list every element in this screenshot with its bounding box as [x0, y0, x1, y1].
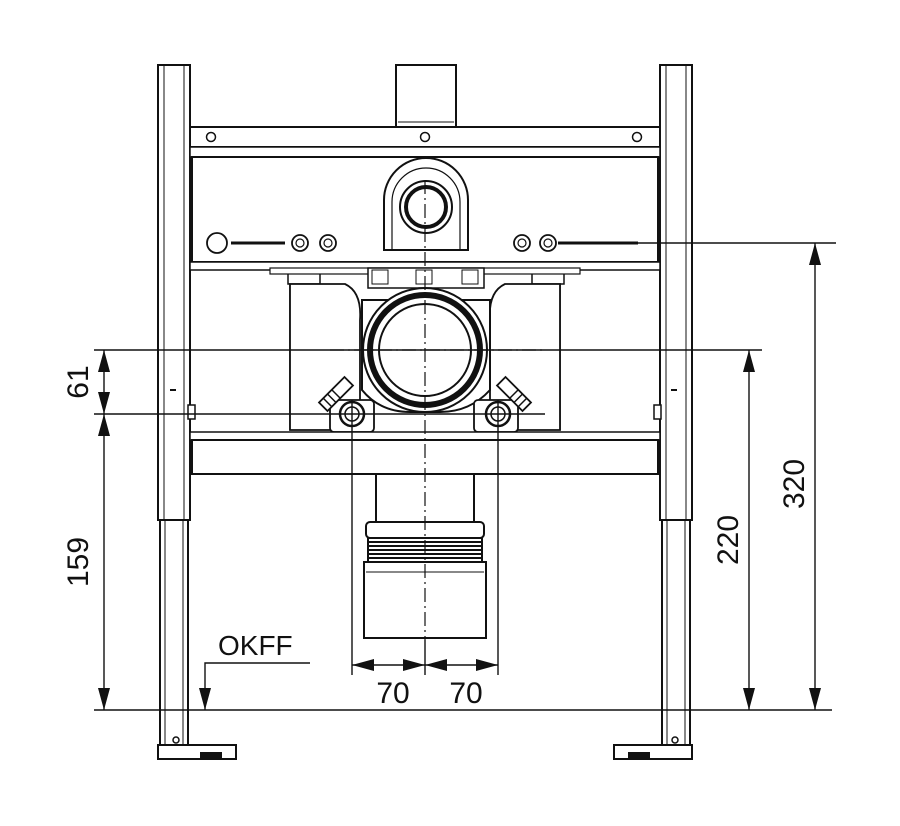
dim-61-label: 61: [62, 365, 95, 398]
flush-pipe-stub: [395, 64, 457, 128]
top-crossbar: [189, 126, 661, 158]
dimension-arrowheads: [98, 243, 821, 710]
flush-connection: [383, 157, 469, 251]
dim-220-label: 220: [712, 515, 745, 565]
left-foot: [157, 736, 237, 760]
right-upright: [653, 64, 693, 751]
dim-320-label: 320: [778, 459, 811, 509]
dim-70-left-label: 70: [376, 677, 409, 710]
dim-70-right-label: 70: [449, 677, 482, 710]
right-foot: [613, 736, 693, 760]
left-upright: [157, 64, 196, 751]
dimension-lines: [94, 242, 836, 711]
dim-159-label: 159: [62, 537, 95, 587]
okff-label: OKFF: [218, 630, 293, 661]
